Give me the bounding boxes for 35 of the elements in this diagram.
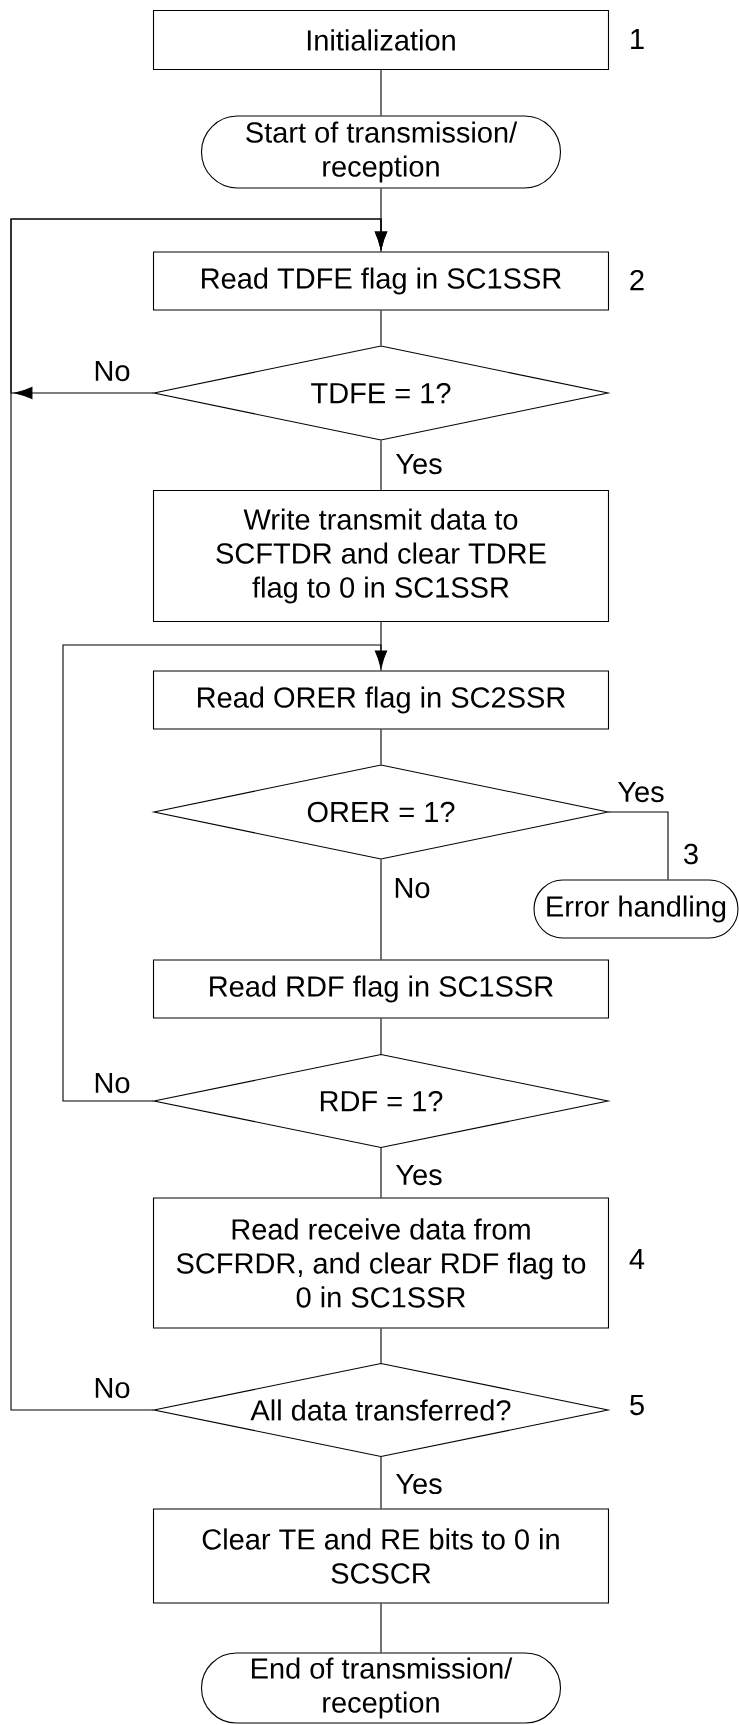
edge-label: Yes [394, 452, 444, 476]
step-number: 3 [684, 843, 698, 865]
edge-label: No [92, 359, 132, 383]
connector-line [380, 1456, 382, 1509]
connector-line [608, 811, 669, 880]
connector-line [380, 1147, 382, 1198]
connector-line [380, 621, 382, 671]
step-number: 5 [630, 1394, 644, 1416]
connector-line [380, 310, 382, 347]
edge-label: No [92, 1071, 132, 1095]
arrow [10, 218, 388, 1411]
step-number: 1 [631, 29, 644, 49]
process-box: Read receive data from SCFRDR, and clear RDF flag to 0 in SC1SSR [152, 1197, 610, 1329]
connector-line [380, 188, 382, 252]
connector-line [380, 729, 382, 765]
connector-line [380, 1328, 382, 1364]
step-number: 2 [630, 269, 644, 291]
arrow [62, 644, 388, 1102]
edge-label: No [92, 1376, 132, 1400]
connector-line [380, 69, 382, 116]
edge-label: Yes [394, 1163, 444, 1187]
step-number: 4 [629, 1249, 645, 1269]
connector-line [380, 859, 382, 960]
process-box: Write transmit data to SCFTDR and clear TDRE flag to 0 in SC1SSR [152, 489, 610, 623]
process-box: Initialization [152, 9, 610, 71]
process-box: Clear TE and RE bits to 0 in SCSCR [152, 1508, 610, 1604]
process-box: Read TDFE flag in SC1SSR [152, 251, 610, 311]
edge-label: Yes [616, 780, 666, 804]
connector-line [380, 1018, 382, 1055]
edge-label: No [392, 876, 432, 900]
process-box: Read RDF flag in SC1SSR [152, 959, 610, 1019]
process-box: Read ORER flag in SC2SSR [152, 670, 610, 730]
edge-label: Yes [394, 1472, 444, 1496]
connector-line [380, 1603, 382, 1653]
connector-line [380, 440, 382, 491]
